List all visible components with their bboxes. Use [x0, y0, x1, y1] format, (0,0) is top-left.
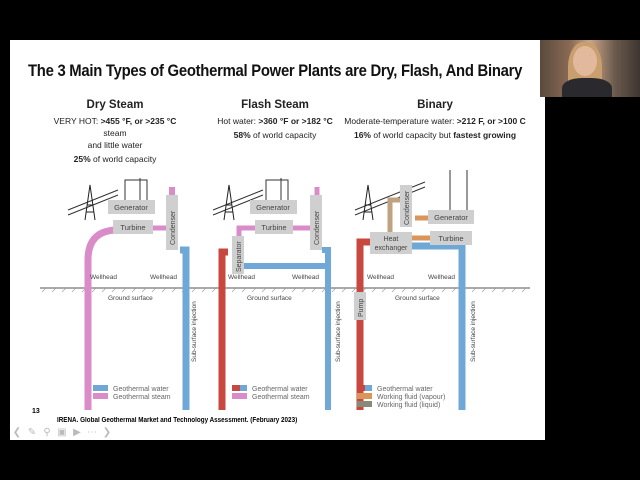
turbine-label: Turbine [120, 223, 145, 232]
page-number: 13 [32, 408, 40, 415]
turbine-label: Turbine [261, 223, 286, 232]
legend-geothermal-water: Geothermal water [377, 386, 433, 393]
legend-geothermal-water: Geothermal water [252, 386, 308, 393]
dry-capacity: of world capacity [90, 154, 157, 164]
legend-geothermal-water: Geothermal water [113, 386, 169, 393]
separator-label: Separator [236, 241, 243, 272]
wellhead-label: Wellhead [90, 274, 117, 281]
pylon-icon [223, 184, 235, 221]
flash-line1: Hot water: [217, 116, 259, 126]
pylon-icon [362, 184, 374, 221]
slide-title: The 3 Main Types of Geothermal Power Pla… [28, 62, 523, 80]
injection-label: Sub-surface injection [191, 301, 198, 362]
binary-capacity: of world capacity but [370, 130, 454, 140]
water-pipe [410, 242, 466, 410]
legend-working-fluid-liquid: Working fluid (liquid) [377, 402, 440, 409]
condenser-label: Condenser [170, 210, 177, 245]
generator-label: Generator [256, 203, 290, 212]
flash-capacity: of world capacity [250, 130, 317, 140]
heat-exchanger-box [370, 232, 412, 254]
dry-line2: and little water [87, 140, 143, 150]
dry-line1-post: steam [103, 128, 127, 138]
steam-pipe [84, 226, 128, 410]
dry-steam-column: Dry Steam VERY HOT: >455 °F, or >235 °C … [50, 99, 180, 165]
wellhead-label: Wellhead [292, 274, 319, 281]
binary-growth: fastest growing [453, 130, 517, 140]
next-icon[interactable]: ❯ [102, 427, 112, 438]
injection-label: Sub-surface injection [470, 301, 477, 362]
binary-diagram: Heat exchanger Condenser Generator Turbi… [354, 170, 477, 410]
pylon-icon [84, 184, 96, 221]
hot-water-pipe [218, 248, 228, 410]
wellhead-label: Wellhead [228, 274, 255, 281]
flash-steam-diagram: Generator Turbine Separator Condenser We… [212, 178, 342, 410]
slide: The 3 Main Types of Geothermal Power Pla… [10, 40, 545, 440]
flash-steam-column: Flash Steam Hot water: >360 °F or >182 °… [205, 99, 345, 141]
turbine-label: Turbine [438, 234, 463, 243]
condenser-label: Condenser [404, 190, 411, 225]
dry-temp: >455 °F, or >235 °C [100, 116, 177, 126]
generator-label: Generator [434, 213, 468, 222]
binary-line1: Moderate-temperature water: [344, 116, 457, 126]
pen-icon[interactable]: ✎ [27, 427, 37, 438]
captions-icon[interactable]: ▣ [57, 427, 67, 438]
heat-exchanger-label: exchanger [375, 245, 408, 252]
wellhead-label: Wellhead [150, 274, 177, 281]
camera-icon[interactable]: ▶ [73, 427, 81, 438]
pump-label: Pump [358, 299, 365, 317]
generator-label: Generator [114, 203, 148, 212]
binary-share: 16% [353, 130, 371, 140]
injection-label: Sub-surface injection [335, 301, 342, 362]
dry-line1: VERY HOT: [53, 116, 101, 126]
power-plant-diagrams: Generator Turbine Condenser Wellhead Wel… [40, 170, 530, 410]
hot-water-pipe [356, 238, 370, 410]
heat-exchanger-label: Heat [384, 236, 399, 243]
presentation-toolbar: ❮ ✎ ⚲ ▣ ▶ ⋯ ❯ [12, 428, 112, 438]
binary-column: Binary Moderate-temperature water: >212 … [340, 99, 530, 141]
pump-box [354, 292, 366, 320]
ground-hatching [41, 287, 527, 293]
dry-steam-heading: Dry Steam [86, 99, 144, 111]
wellhead-label: Wellhead [367, 274, 394, 281]
turbine-box [113, 220, 153, 234]
legend-geothermal-steam: Geothermal steam [252, 394, 310, 401]
water-pipe [180, 246, 190, 410]
legend-geothermal-steam: Geothermal steam [113, 394, 171, 401]
flash-temp: >360 °F or >182 °C [258, 116, 333, 126]
binary-heading: Binary [417, 99, 453, 111]
flash-steam-heading: Flash Steam [241, 99, 309, 111]
citation: IRENA. Global Geothermal Market and Tech… [57, 417, 298, 424]
ground-surface-label: Ground surface [247, 295, 292, 302]
zoom-icon[interactable]: ⚲ [43, 427, 51, 438]
legend-working-fluid-vapour: Working fluid (vapour) [377, 394, 445, 401]
flash-share: 58% [233, 130, 251, 140]
wellhead-label: Wellhead [428, 274, 455, 281]
dry-steam-diagram: Generator Turbine Condenser Wellhead Wel… [67, 178, 198, 410]
separator-box [232, 236, 244, 274]
condenser-label: Condenser [314, 210, 321, 245]
condenser-box [166, 195, 178, 250]
dry-share: 25% [73, 154, 91, 164]
legend: Geothermal water Geothermal steam Geothe… [93, 385, 445, 409]
webcam-video [540, 40, 640, 97]
prev-icon[interactable]: ❮ [12, 427, 22, 438]
generator-box [108, 200, 155, 214]
binary-temp: >212 F, or >100 C [456, 116, 526, 126]
ground-surface-label: Ground surface [395, 295, 440, 302]
more-icon[interactable]: ⋯ [87, 427, 97, 438]
ground-surface-label: Ground surface [108, 295, 153, 302]
